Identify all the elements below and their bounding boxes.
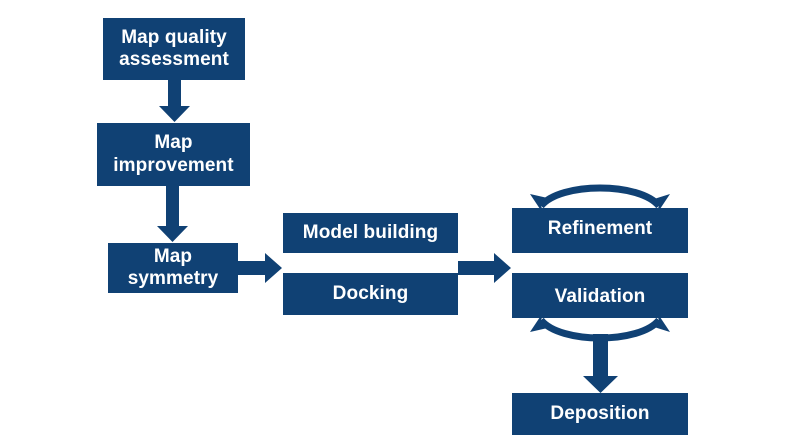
edge-improvement-to-symmetry xyxy=(157,186,188,242)
node-label-validation: Validation xyxy=(554,285,646,307)
edge-cycle-to-deposition xyxy=(583,334,618,393)
node-map-quality-assessment[interactable]: Map quality assessment xyxy=(103,18,245,80)
node-refinement[interactable]: Refinement xyxy=(512,208,688,253)
node-label-map-symmetry: Map symmetry xyxy=(127,245,219,289)
node-deposition[interactable]: Deposition xyxy=(512,393,688,435)
node-map-improvement[interactable]: Map improvement xyxy=(97,123,250,186)
node-label-map-improvement: Map improvement xyxy=(113,132,234,176)
node-label-docking: Docking xyxy=(332,282,409,304)
node-label-refinement: Refinement xyxy=(547,218,653,239)
node-label-model-building: Model building xyxy=(302,221,439,243)
node-docking[interactable]: Docking xyxy=(283,273,458,315)
edge-building-to-refinement xyxy=(458,253,511,283)
edge-symmetry-to-building xyxy=(238,253,282,283)
edge-quality-to-improvement xyxy=(159,80,190,122)
node-map-symmetry[interactable]: Map symmetry xyxy=(108,243,238,293)
node-model-building[interactable]: Model building xyxy=(283,213,458,253)
node-label-map-quality-assessment: Map quality assessment xyxy=(119,26,229,70)
node-label-deposition: Deposition xyxy=(550,402,650,424)
node-validation[interactable]: Validation xyxy=(512,273,688,318)
